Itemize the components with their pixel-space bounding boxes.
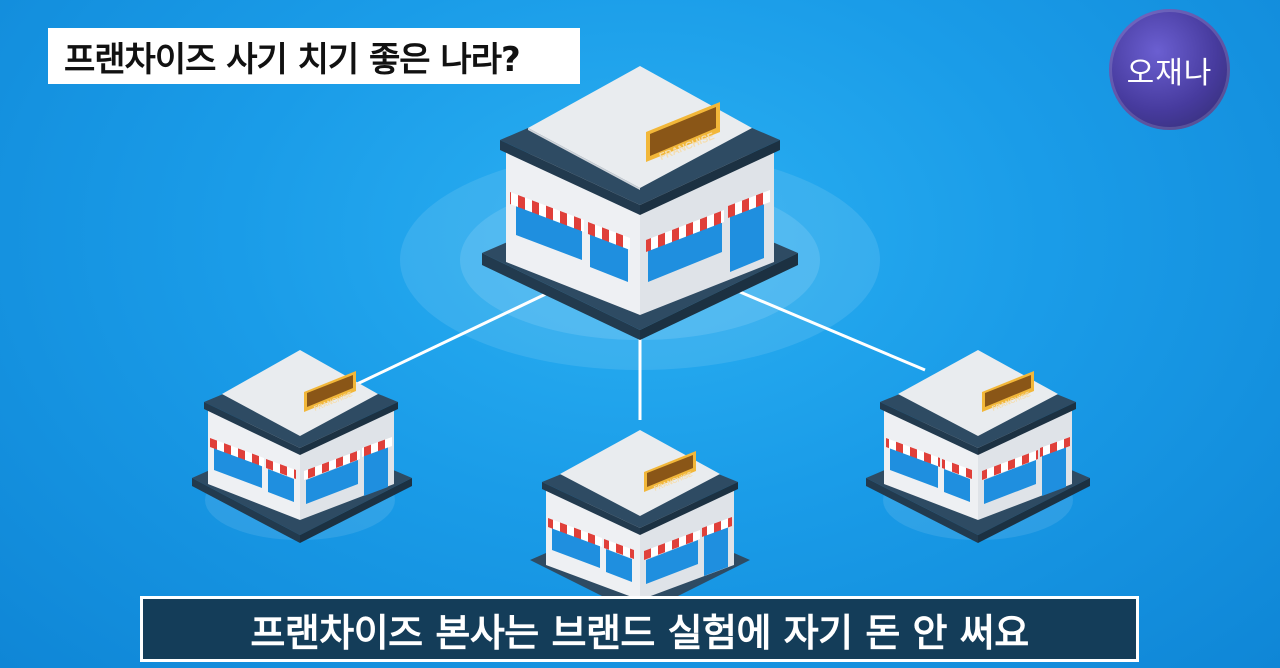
subtitle-text: 프랜차이즈 본사는 브랜드 실험에 자기 돈 안 써요 <box>250 610 1029 655</box>
left-store: FRANCHISE <box>192 350 412 543</box>
subtitle-box: 프랜차이즈 본사는 브랜드 실험에 자기 돈 안 써요 <box>140 596 1139 662</box>
title-caption-box: 프랜차이즈 사기 치기 좋은 나라? <box>48 28 580 84</box>
right-store: FRANCHISE <box>866 350 1090 543</box>
title-caption: 프랜차이즈 사기 치기 좋은 나라? <box>64 39 521 80</box>
center-store: FRANCHISE <box>530 430 750 615</box>
channel-logo: 오재나 <box>1109 9 1230 130</box>
connector-line-right <box>739 290 926 372</box>
main-store-sign: FRANCHISE <box>646 102 720 163</box>
connector-line-left <box>354 290 551 387</box>
channel-logo-text: 오재나 <box>1126 55 1213 91</box>
main-store: FRANCHISE <box>482 66 798 340</box>
